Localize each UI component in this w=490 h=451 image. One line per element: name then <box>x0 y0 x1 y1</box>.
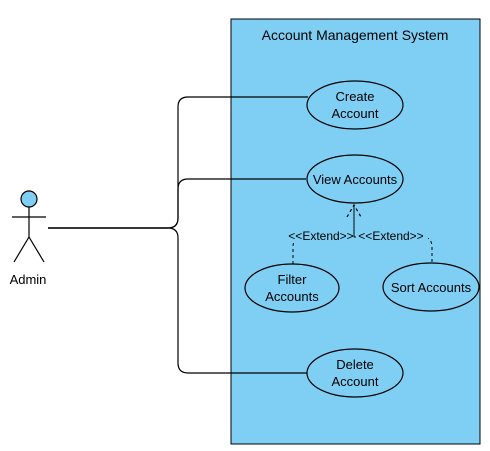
extend-label-right: <<Extend>> <box>358 229 423 243</box>
extend-label-bg-left <box>290 229 352 243</box>
usecase-create-line2: Account <box>332 106 379 121</box>
usecase-view-accounts[interactable]: View Accounts <box>306 154 404 204</box>
usecase-delete-account[interactable]: Delete Account <box>306 348 404 398</box>
usecase-create-line1: Create <box>335 89 374 104</box>
extend-label-left: <<Extend>> <box>288 229 353 243</box>
usecase-delete-line1: Delete <box>336 357 374 372</box>
usecase-filter-line1: Filter <box>278 272 308 287</box>
usecase-sort-label: Sort Accounts <box>391 280 472 295</box>
actor-leg-left <box>13 236 30 263</box>
extend-arrowhead <box>346 203 362 218</box>
usecase-sort-accounts[interactable]: Sort Accounts <box>382 262 480 312</box>
actor-label: Admin <box>10 272 47 287</box>
actor-leg-right <box>28 236 45 263</box>
usecase-delete-line2: Account <box>332 374 379 389</box>
usecase-create-account[interactable]: Create Account <box>306 80 404 130</box>
extend-label-bg-right <box>356 229 428 243</box>
usecase-filter-line2: Accounts <box>265 289 319 304</box>
system-title: Account Management System <box>262 27 449 43</box>
association-delete <box>48 227 308 374</box>
actor-head <box>20 190 38 208</box>
usecase-filter-accounts[interactable]: Filter Accounts <box>244 263 340 313</box>
association-view <box>48 178 306 229</box>
associations <box>48 96 308 374</box>
usecase-view-label: View Accounts <box>313 172 398 187</box>
actor-admin[interactable]: Admin <box>10 190 47 287</box>
